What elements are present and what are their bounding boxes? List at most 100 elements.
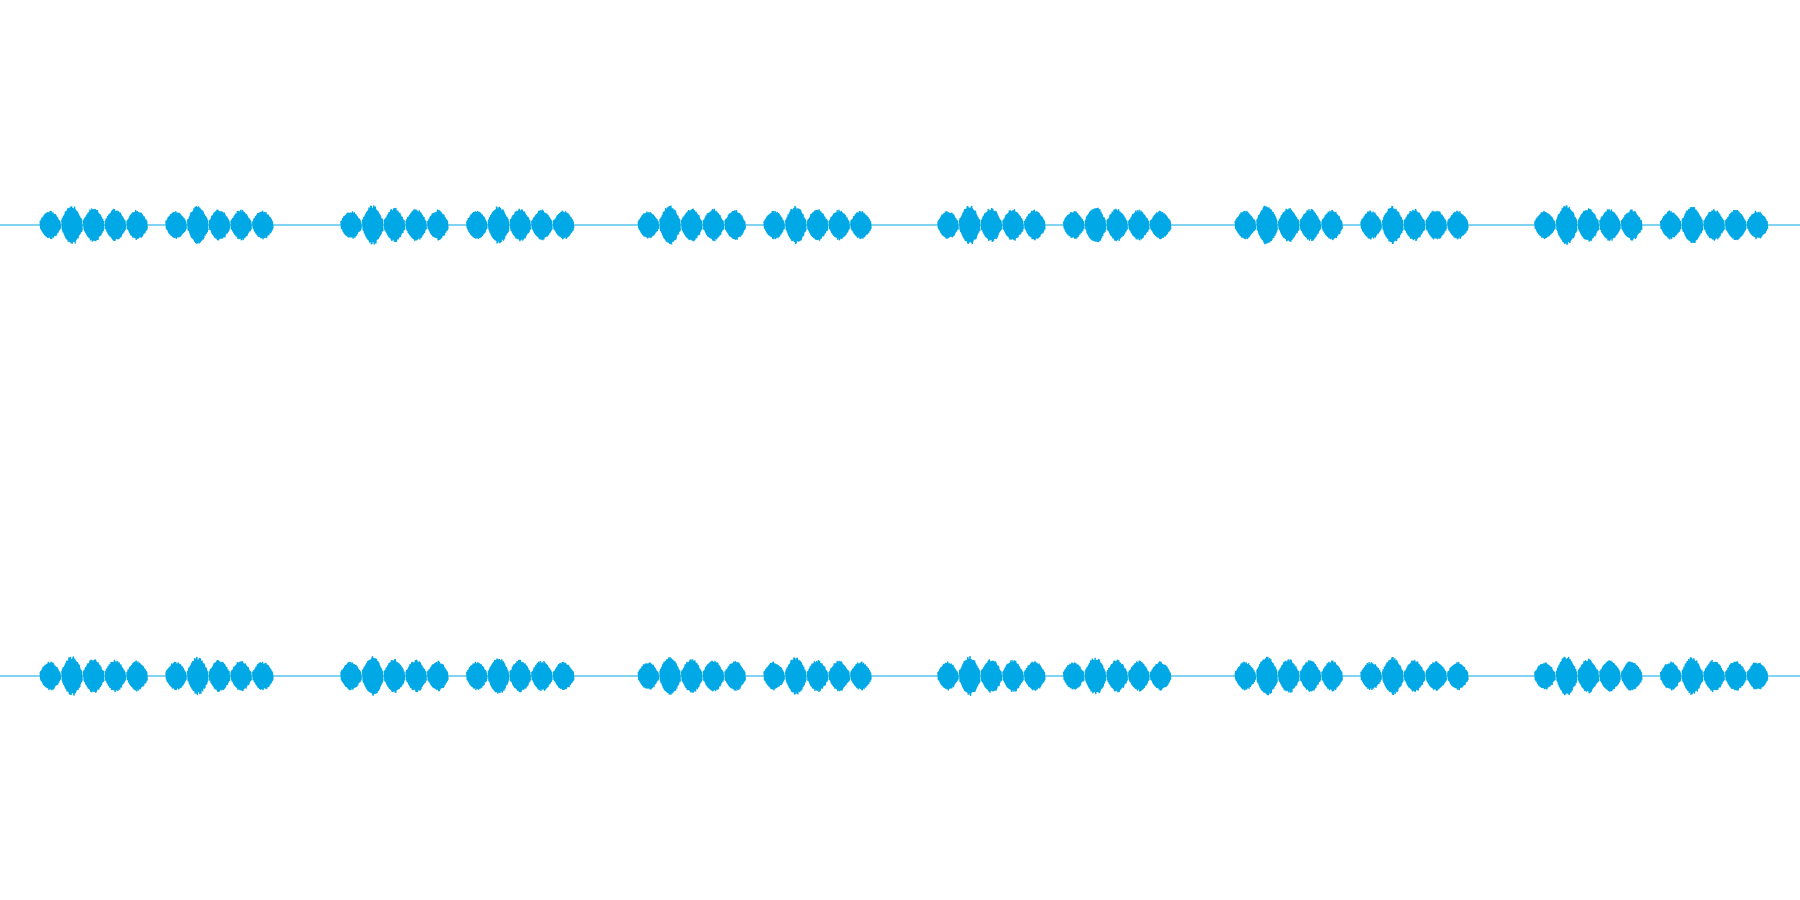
waveform-burst-envelope xyxy=(467,212,486,238)
waveform-burst-envelope xyxy=(682,661,701,691)
waveform-burst-envelope xyxy=(209,661,229,691)
burst-group xyxy=(1534,205,1769,245)
waveform-burst-envelope xyxy=(1726,662,1745,690)
waveform-burst-envelope xyxy=(1107,661,1127,691)
waveform-burst-envelope xyxy=(1383,208,1402,242)
waveform-burst-envelope xyxy=(532,211,551,239)
burst-group xyxy=(937,205,1172,245)
burst-group xyxy=(1534,656,1769,696)
waveform-burst-envelope xyxy=(660,207,680,243)
waveform-burst-envelope xyxy=(1600,210,1620,240)
burst-group xyxy=(39,205,274,245)
waveform-burst-envelope xyxy=(1404,661,1424,691)
waveform-burst-envelope xyxy=(209,210,229,240)
waveform-burst-envelope xyxy=(1578,661,1598,691)
waveform-burst-envelope xyxy=(960,207,979,243)
waveform-burst-envelope xyxy=(428,211,447,239)
waveform-burst-envelope xyxy=(1578,210,1598,240)
waveform-burst-envelope xyxy=(1661,663,1680,689)
waveform-burst-envelope xyxy=(1448,663,1467,689)
burst-group xyxy=(937,656,1172,696)
waveform-burst-envelope xyxy=(1557,207,1576,243)
waveform-burst-envelope xyxy=(84,661,103,691)
waveform-burst-envelope xyxy=(1085,208,1105,242)
burst-group xyxy=(1234,656,1469,696)
waveform-burst-envelope xyxy=(1361,663,1381,689)
waveform-burst-envelope xyxy=(807,210,827,240)
waveform-burst-envelope xyxy=(1726,211,1745,239)
waveform-burst-envelope xyxy=(638,212,658,238)
waveform-burst-envelope xyxy=(127,662,147,690)
waveform-burst-envelope xyxy=(938,212,958,238)
waveform-burst-envelope xyxy=(166,663,186,689)
waveform-burst-envelope xyxy=(363,658,382,694)
waveform-burst-envelope xyxy=(1682,208,1702,242)
waveform-burst-envelope xyxy=(1235,212,1255,238)
waveform-burst-envelope xyxy=(1257,658,1277,694)
waveform-burst-envelope xyxy=(786,208,805,242)
waveform-burst-envelope xyxy=(829,662,849,690)
waveform-burst-envelope xyxy=(1235,663,1255,689)
waveform-burst-envelope xyxy=(62,207,82,243)
channel-left-waveform xyxy=(0,205,1800,245)
waveform-burst-envelope xyxy=(1150,212,1170,238)
waveform-burst-envelope xyxy=(1535,212,1555,238)
waveform-burst-envelope xyxy=(341,663,361,689)
waveform-burst-envelope xyxy=(428,662,447,690)
burst-group xyxy=(340,205,575,245)
waveform-burst-envelope xyxy=(1003,210,1023,240)
waveform-burst-envelope xyxy=(1426,211,1446,239)
waveform-burst-envelope xyxy=(1064,212,1083,238)
waveform-burst-envelope xyxy=(488,208,508,242)
waveform-burst-envelope xyxy=(1322,662,1342,690)
waveform-burst-envelope xyxy=(553,212,573,238)
waveform-burst-envelope xyxy=(363,207,382,243)
waveform-burst-envelope xyxy=(638,663,658,689)
waveform-burst-envelope xyxy=(1322,211,1342,239)
waveform-burst-envelope xyxy=(40,663,60,689)
waveform-burst-envelope xyxy=(1661,212,1680,238)
waveform-burst-envelope xyxy=(703,210,723,240)
waveform-burst-envelope xyxy=(231,211,251,239)
waveform-burst-envelope xyxy=(384,210,404,240)
waveform-burst-envelope xyxy=(231,662,251,690)
waveform-burst-envelope xyxy=(1129,211,1148,239)
waveform-burst-envelope xyxy=(1622,662,1641,690)
waveform-burst-envelope xyxy=(725,211,745,239)
burst-group xyxy=(39,656,274,696)
waveform-burst-envelope xyxy=(166,212,186,238)
waveform-burst-envelope xyxy=(764,212,784,238)
waveform-burst-envelope xyxy=(1279,210,1298,240)
waveform-burst-envelope xyxy=(127,211,147,239)
waveform-burst-envelope xyxy=(1747,663,1767,689)
waveform-burst-envelope xyxy=(981,661,1001,691)
waveform-burst-envelope xyxy=(660,658,680,694)
waveform-burst-envelope xyxy=(1129,662,1148,690)
waveform-burst-envelope xyxy=(703,661,723,691)
waveform-burst-envelope xyxy=(1300,661,1320,691)
waveform-burst-envelope xyxy=(1426,662,1446,690)
waveform-burst-envelope xyxy=(553,663,573,689)
waveform-burst-envelope xyxy=(1383,659,1402,693)
waveform-burst-envelope xyxy=(62,658,82,694)
waveform-burst-envelope xyxy=(1257,207,1277,243)
waveform-burst-envelope xyxy=(188,208,207,242)
waveform-burst-envelope xyxy=(786,659,805,693)
waveform-burst-envelope xyxy=(1557,658,1576,694)
waveform-burst-envelope xyxy=(1361,212,1381,238)
waveform-burst-envelope xyxy=(532,662,551,690)
waveform-burst-envelope xyxy=(406,210,426,240)
waveform-burst-envelope xyxy=(1150,663,1170,689)
waveform-burst-envelope xyxy=(1300,210,1320,240)
waveform-burst-envelope xyxy=(105,661,125,691)
waveform-burst-envelope xyxy=(1622,211,1641,239)
waveform-burst-envelope xyxy=(84,210,103,240)
waveform-burst-envelope xyxy=(467,663,486,689)
waveform-burst-envelope xyxy=(253,212,272,238)
waveform-burst-envelope xyxy=(406,661,426,691)
waveform-burst-envelope xyxy=(1747,212,1767,238)
waveform-burst-envelope xyxy=(40,212,60,238)
waveform-burst-envelope xyxy=(1025,662,1044,690)
